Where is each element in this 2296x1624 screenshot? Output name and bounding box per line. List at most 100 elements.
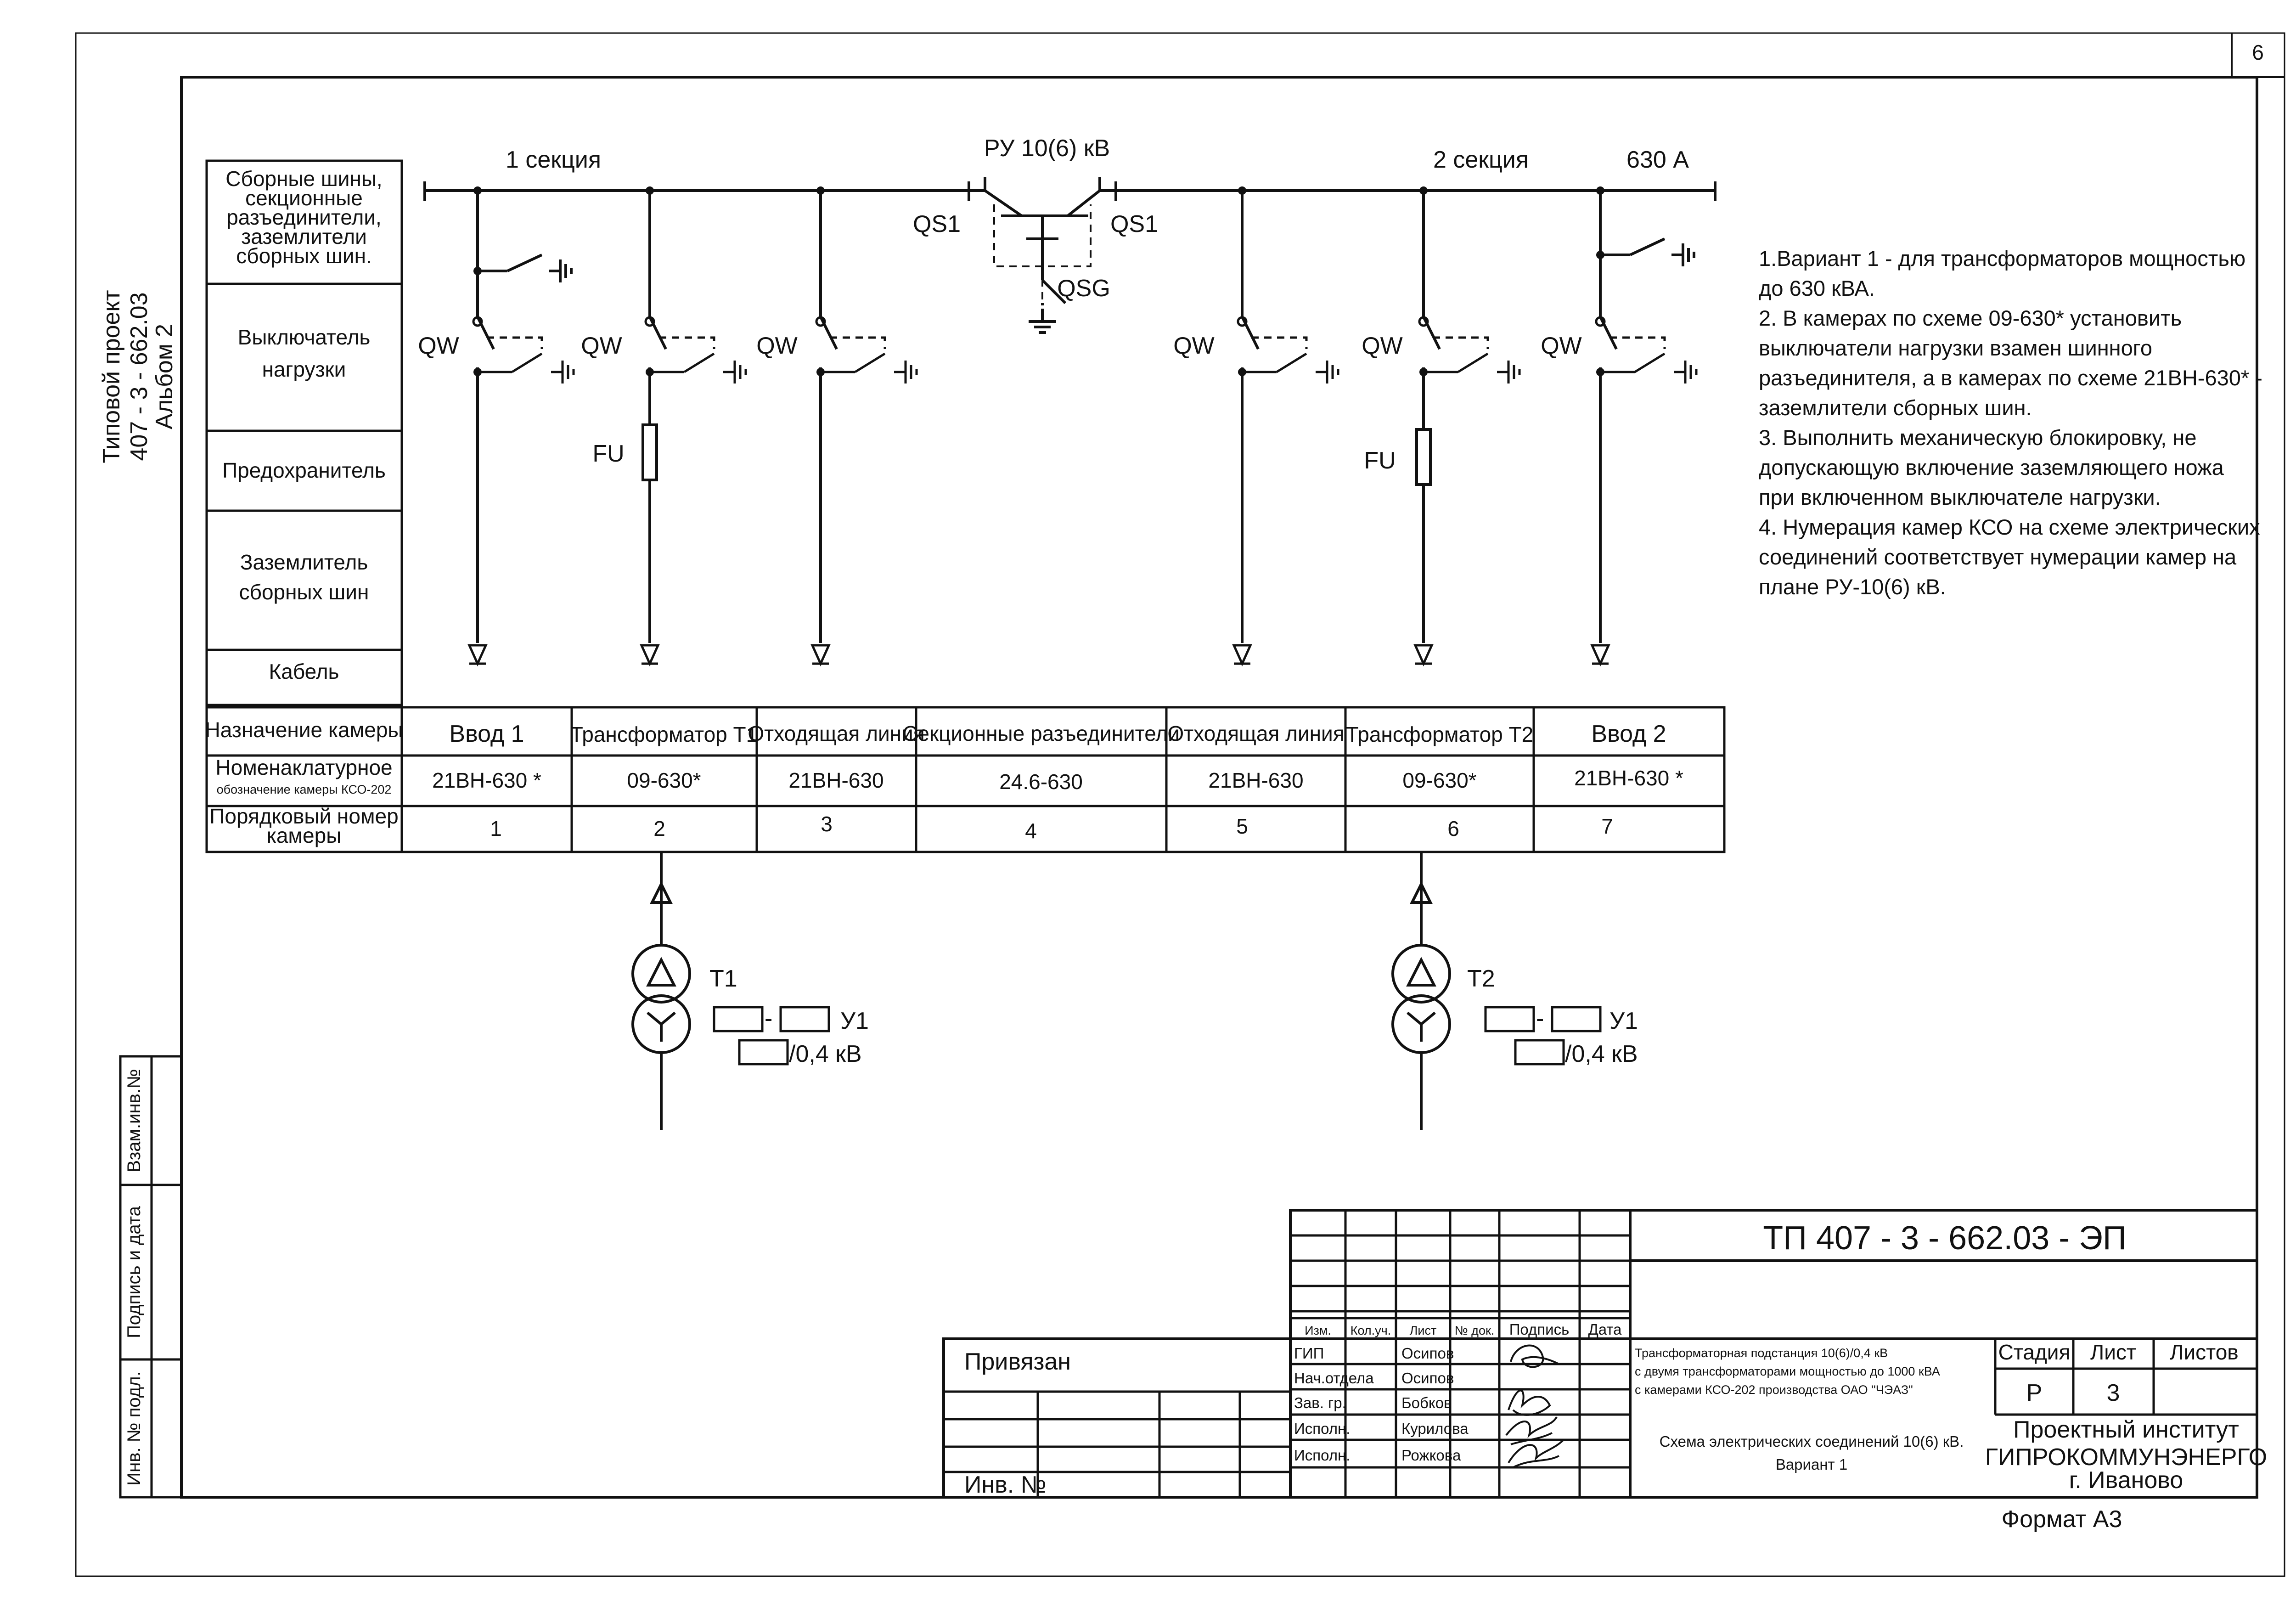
table-header-nomenclature-1: Номенаклатурное xyxy=(215,756,392,779)
tb-desc-3: с камерами КСО-202 производства ОАО "ЧЭА… xyxy=(1635,1383,1913,1397)
label-ru: РУ 10(6) кВ xyxy=(984,135,1110,162)
note-2: 2. В камерах по схеме 09-630* установить… xyxy=(1759,306,2262,420)
label-qw-3: QW xyxy=(756,333,798,359)
label-qs1-right: QS1 xyxy=(1110,211,1158,237)
side-stamp-line2: 407 - 3 - 662.03 xyxy=(126,292,152,461)
note-3: 3. Выполнить механическую блокировку, не… xyxy=(1759,425,2224,509)
row-label-fuse: Предохранитель xyxy=(222,458,386,482)
table-row-number: 1 2 3 4 5 6 7 xyxy=(490,812,1613,843)
cell-purpose-7: Ввод 2 xyxy=(1591,721,1666,747)
cell-purpose-5: Отходящая линия xyxy=(1167,722,1344,745)
row-label-busbars-4: заземлители xyxy=(241,225,367,248)
tb-role-1: ГИП xyxy=(1294,1345,1324,1362)
tb-header-list: Лист xyxy=(1410,1324,1437,1337)
label-qw-7: QW xyxy=(1541,333,1582,359)
cell-code-2: 09-630* xyxy=(627,768,701,792)
tb-role-3: Зав. гр. xyxy=(1294,1394,1346,1411)
outer-border xyxy=(75,32,2285,1577)
label-section-1: 1 секция xyxy=(506,147,601,173)
row-label-switch-2: нагрузки xyxy=(262,357,346,381)
tb-name-2: Осипов xyxy=(1401,1370,1454,1387)
cell-code-6: 09-630* xyxy=(1402,768,1476,792)
label-dash-1: - xyxy=(765,1005,772,1032)
label-y1-2: У1 xyxy=(1609,1008,1638,1034)
tb-sheet-label: Лист xyxy=(2090,1340,2136,1364)
row-label-busbars-3: разъединители, xyxy=(226,205,382,229)
transformer-t1 xyxy=(631,852,830,1130)
tb-name-3: Бобков xyxy=(1401,1394,1452,1411)
label-y1-1: У1 xyxy=(840,1008,869,1034)
cell-code-3: 21ВН-630 xyxy=(788,768,884,792)
tb-org-2: ГИПРОКОММУНЭНЕРГО xyxy=(1985,1444,2267,1471)
label-section-2: 2 секция xyxy=(1433,147,1529,173)
cell-num-7: 7 xyxy=(1601,814,1613,838)
tb-header-data: Дата xyxy=(1588,1321,1622,1338)
tb-stage-value: Р xyxy=(2026,1380,2043,1406)
title-block-grid xyxy=(942,1209,2258,1499)
row-label-earthing-2: сборных шин xyxy=(239,580,369,604)
cell-code-1: 21ВН-630 * xyxy=(432,768,541,792)
tb-header-kolich: Кол.уч. xyxy=(1351,1324,1391,1337)
fuse-fu-2 xyxy=(1415,428,1432,486)
label-qw-5: QW xyxy=(1173,333,1215,359)
table-header-nomenclature-2: обозначение камеры КСО-202 xyxy=(217,783,392,796)
row-label-cable: Кабель xyxy=(269,660,339,683)
table-header-number-1: Порядковый номер xyxy=(209,804,398,828)
label-lv-2: /0,4 кВ xyxy=(1565,1041,1638,1067)
side-stamp-line1: Типовой проект xyxy=(98,290,125,463)
cell-purpose-2: Трансформатор Т1 xyxy=(570,722,758,746)
label-qs1-left: QS1 xyxy=(913,211,961,237)
table-header-purpose: Назначение камеры xyxy=(205,718,403,742)
row-label-earthing-1: Заземлитель xyxy=(240,550,368,574)
doc-code: ТП 407 - 3 - 662.03 - ЭП xyxy=(1763,1220,2127,1257)
feeder-cells xyxy=(476,191,1618,643)
tb-org-3: г. Иваново xyxy=(2069,1467,2183,1494)
tb-header-izm: Изм. xyxy=(1305,1324,1331,1337)
side-stamp-line3: Альбом 2 xyxy=(151,324,178,429)
label-current: 630 А xyxy=(1626,147,1689,173)
table-row-code: 21ВН-630 * 09-630* 21ВН-630 24.6-630 21В… xyxy=(432,766,1683,794)
row-label-busbars-1: Сборные шины, xyxy=(225,167,382,191)
tb-drawing-title-2: Вариант 1 xyxy=(1776,1456,1847,1473)
row-label-busbars-5: сборных шин. xyxy=(236,244,372,268)
label-t2: T2 xyxy=(1467,965,1495,992)
side-field-inv: Инв. № подл. xyxy=(124,1371,144,1485)
tb-sheet-value: 3 xyxy=(2107,1380,2120,1406)
fuse-fu-1 xyxy=(642,423,658,481)
cell-purpose-4: Секционные разъединители xyxy=(902,722,1180,745)
cell-num-3: 3 xyxy=(821,812,833,836)
note-1: 1.Вариант 1 - для трансформаторов мощнос… xyxy=(1759,246,2246,300)
tb-drawing-title-1: Схема электрических соединений 10(6) кВ. xyxy=(1660,1433,1964,1450)
tb-name-4: Курилова xyxy=(1401,1420,1469,1437)
cell-num-2: 2 xyxy=(653,817,665,840)
transformer-t2 xyxy=(1391,852,1602,1130)
cell-purpose-3: Отходящая линия xyxy=(748,722,924,745)
tb-header-podpis: Подпись xyxy=(1509,1321,1570,1338)
tb-header-ndoc: № док. xyxy=(1455,1324,1495,1337)
tb-stage-label: Стадия xyxy=(1998,1340,2071,1364)
label-qw-6: QW xyxy=(1362,333,1403,359)
cell-num-1: 1 xyxy=(490,817,502,840)
table-header-number-2: камеры xyxy=(267,823,342,847)
cell-code-4: 24.6-630 xyxy=(999,770,1083,794)
cell-num-5: 5 xyxy=(1236,814,1248,838)
cell-num-4: 4 xyxy=(1025,819,1037,843)
label-t1: T1 xyxy=(709,965,737,992)
label-dash-2: - xyxy=(1536,1005,1544,1032)
side-field-podpis: Подпись и дата xyxy=(124,1206,144,1338)
cell-table-grid xyxy=(205,706,1726,853)
tb-role-5: Исполн. xyxy=(1294,1447,1350,1464)
label-lv-1: /0,4 кВ xyxy=(789,1041,862,1067)
label-privyazan: Привязан xyxy=(964,1348,1071,1375)
row-label-switch-1: Выключатель xyxy=(238,325,371,349)
side-field-vzam: Взам.инв.№ xyxy=(124,1069,144,1173)
label-qsg: QSG xyxy=(1057,275,1110,302)
tb-desc-1: Трансформаторная подстанция 10(6)/0,4 кВ xyxy=(1635,1346,1888,1360)
tb-org-1: Проектный институт xyxy=(2013,1416,2239,1443)
tb-sheets-label: Листов xyxy=(2170,1340,2238,1364)
tb-role-2: Нач.отдела xyxy=(1294,1370,1374,1387)
note-4: 4. Нумерация камер КСО на схеме электрич… xyxy=(1759,515,2260,599)
tb-role-4: Исполн. xyxy=(1294,1420,1350,1437)
